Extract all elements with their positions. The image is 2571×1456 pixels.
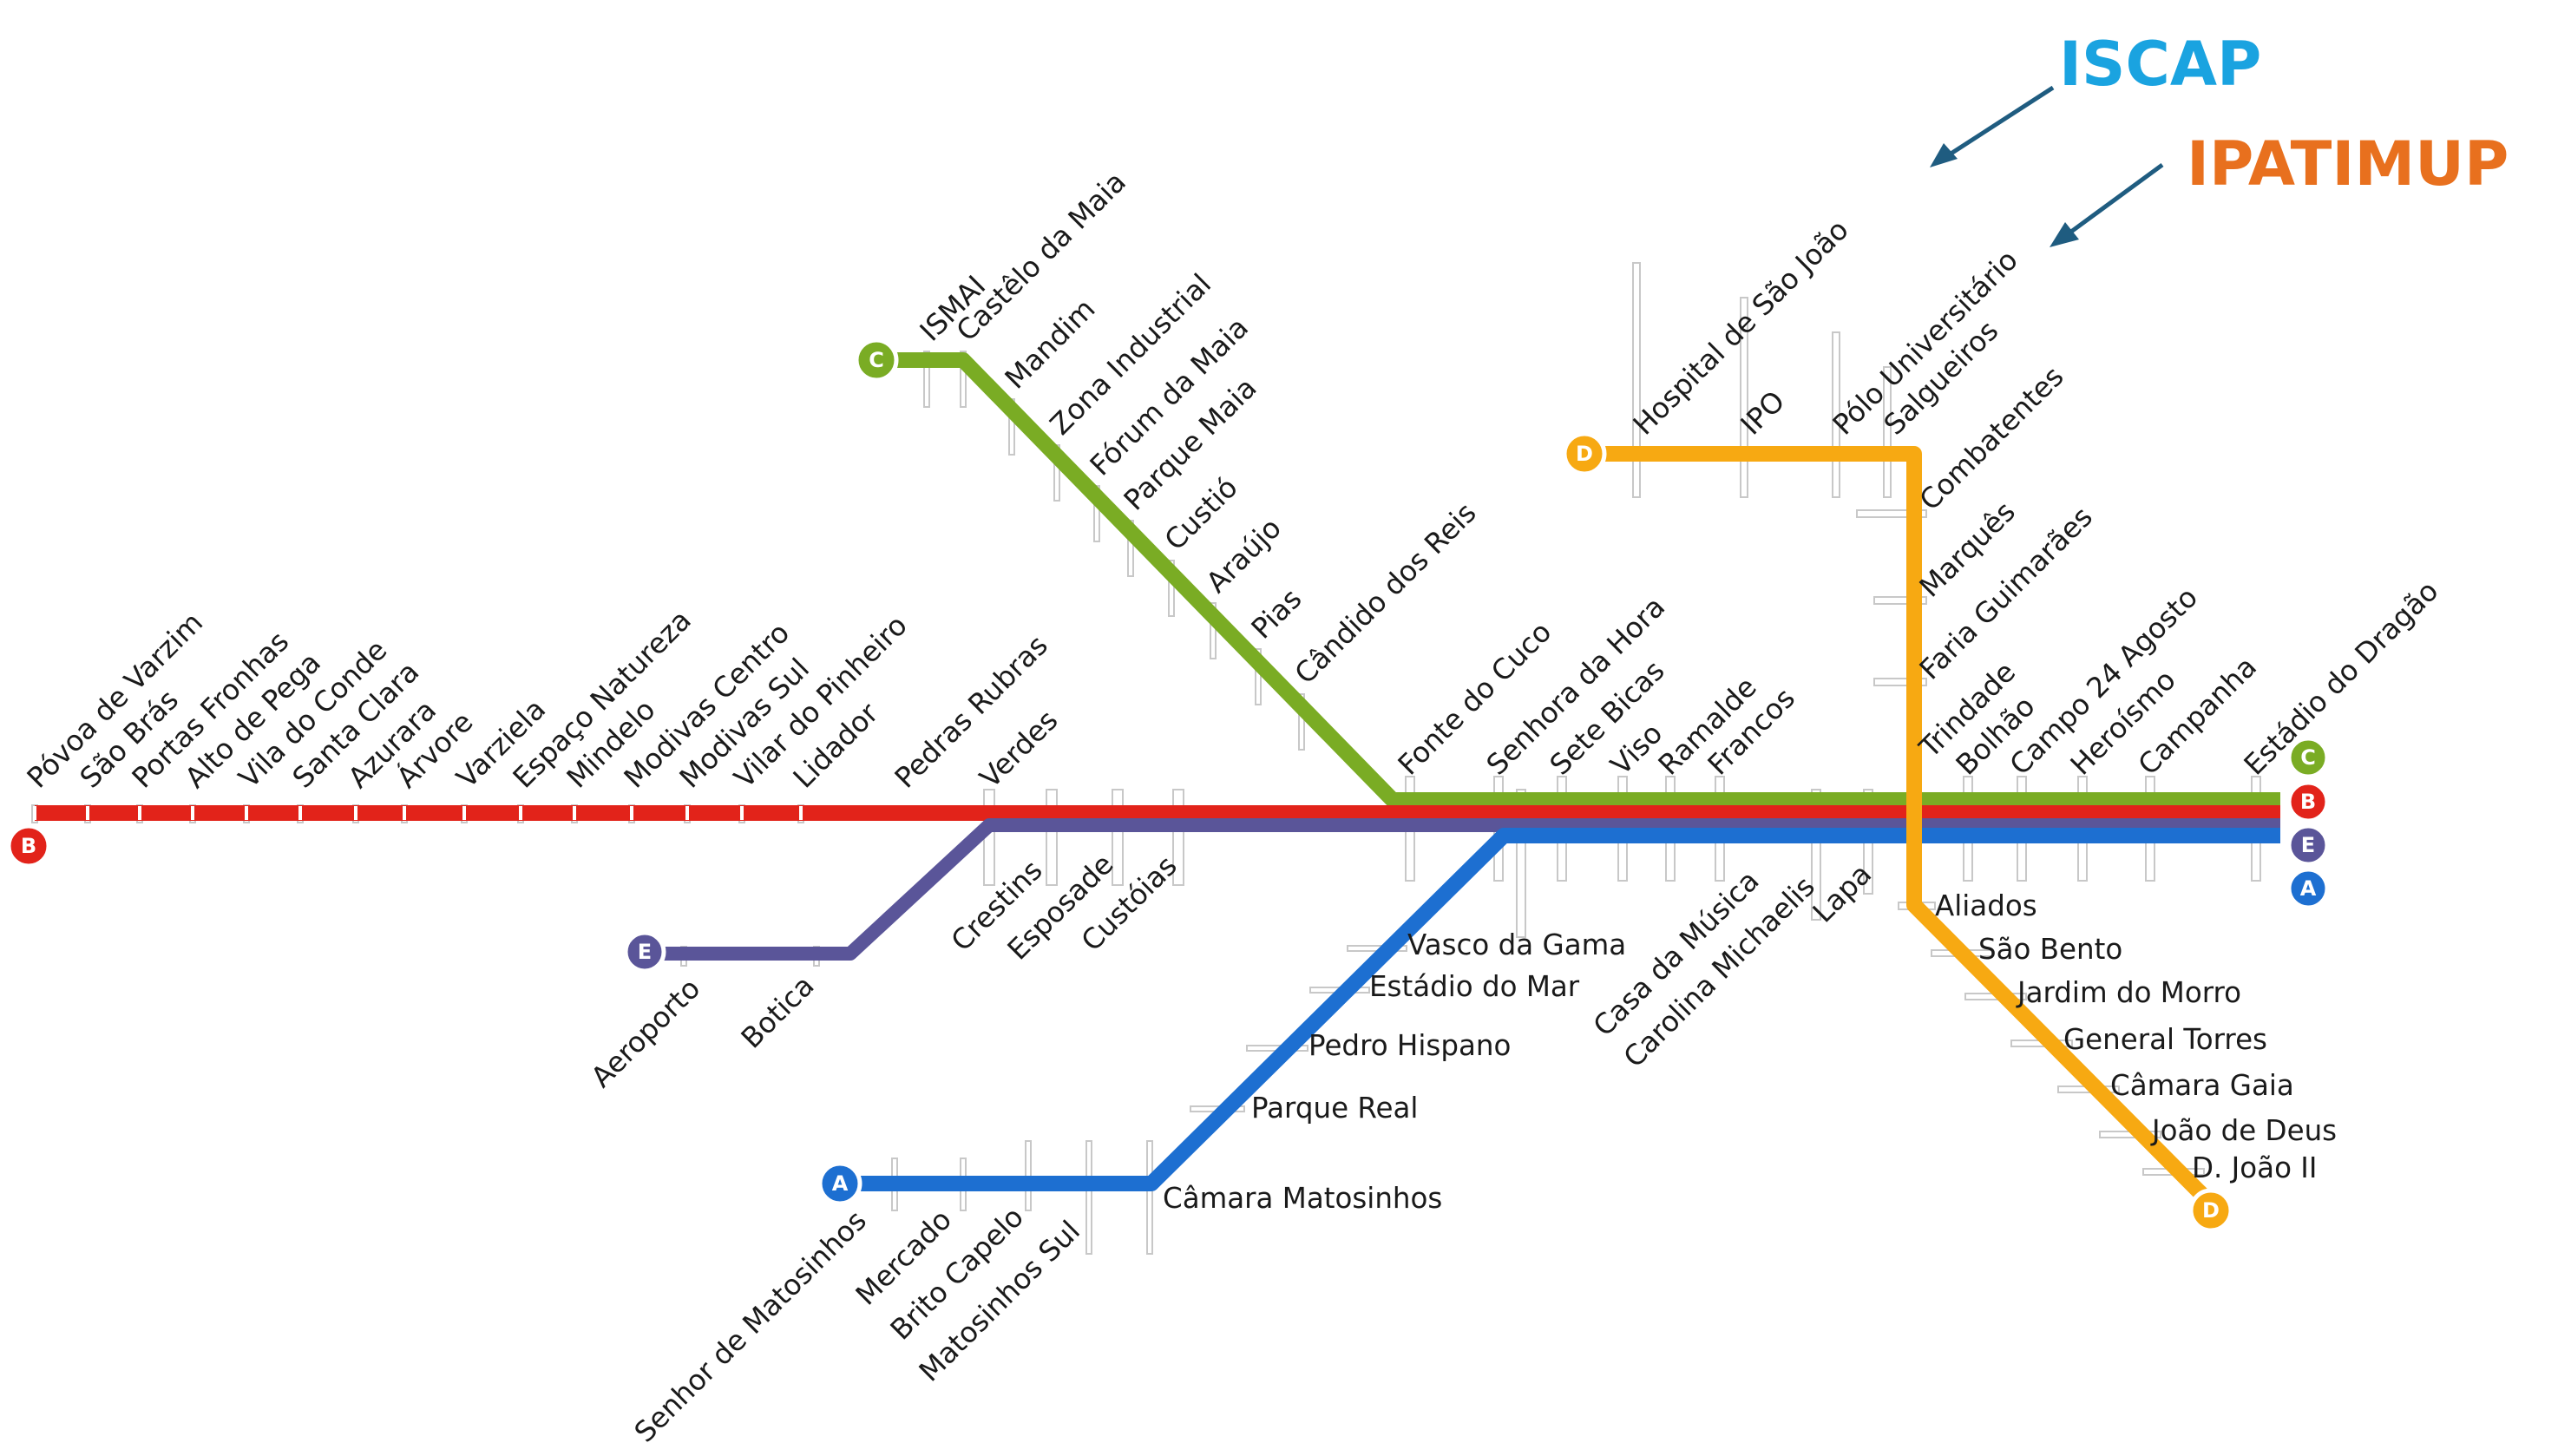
line-a (846, 828, 2280, 1191)
terminal-a-2: A (2286, 867, 2330, 910)
ipatimup-arrow-head (2050, 222, 2079, 247)
terminal-e-letter: E (638, 940, 652, 964)
terminal-d-letter: D (2202, 1198, 2220, 1223)
iscap-label: ISCAP (2059, 29, 2261, 100)
station-label-estadio-do-mar: Estádio do Mar (1369, 970, 1580, 1003)
line-e-track (653, 818, 2280, 961)
terminal-e-circle (2286, 823, 2330, 867)
station-label-jardim-do-morro: Jardim do Morro (2016, 976, 2241, 1009)
station-tick-matosinhos-sul (1085, 1140, 1092, 1255)
station-label-castelo-da-maia: Castêlo da Maia (950, 165, 1132, 347)
terminal-e-letter: E (2301, 833, 2315, 857)
station-tick-crestins (1046, 789, 1058, 886)
station-tick-polo-universitario (1832, 331, 1840, 498)
terminal-c-1: C (854, 338, 899, 383)
terminal-b-1: B (6, 823, 51, 869)
station-label-candido-dos-reis: Cândido dos Reis (1289, 496, 1483, 691)
terminal-b-2: B (2286, 780, 2330, 823)
iscap-arrow (1938, 85, 2055, 163)
station-tick-araujo (1210, 602, 1217, 659)
terminal-b-circle (6, 823, 51, 869)
station-tick-combatentes (1856, 509, 1927, 518)
station-tick-hospital-de-sao-joao (1632, 262, 1641, 498)
terminal-a-circle (817, 1161, 862, 1206)
line-d (1595, 446, 2218, 1210)
station-label-sao-bento: São Bento (1978, 933, 2122, 966)
station-tick-ismai (923, 351, 930, 408)
terminal-d-circle (2188, 1188, 2233, 1233)
station-label-general-torres: General Torres (2063, 1023, 2267, 1056)
line-b-dashes (33, 806, 803, 820)
terminal-c-letter: C (2300, 745, 2316, 770)
terminal-e-circle (623, 930, 666, 974)
terminal-b-circle (2286, 780, 2330, 823)
terminal-c-2: C (2286, 736, 2330, 779)
line-e (653, 818, 2280, 961)
station-label-pias: Pias (1245, 582, 1308, 646)
terminal-e-1: E (623, 930, 666, 974)
terminal-d-circle (1562, 431, 1607, 476)
line-c-track (876, 352, 2280, 808)
station-label-joao-de-deus: João de Deus (2150, 1114, 2337, 1147)
terminal-a-1: A (817, 1161, 862, 1206)
station-tick-castelo-da-maia (960, 351, 967, 408)
line-d-track (1595, 446, 2218, 1210)
terminal-b-letter: B (2300, 790, 2316, 814)
station-label-estadio-do-dragao: Estádio do Dragão (2238, 574, 2445, 782)
station-tick-candido-dos-reis (1298, 693, 1305, 751)
terminal-a-letter: A (832, 1171, 849, 1196)
terminal-a-letter: A (2300, 876, 2317, 901)
iscap-arrow-head (1930, 143, 1958, 167)
terminal-c-circle (854, 338, 899, 383)
station-tick-salgueiros (1883, 366, 1892, 498)
station-label-pedro-hispano: Pedro Hispano (1308, 1029, 1511, 1062)
station-tick-camara-matosinhos (1146, 1140, 1153, 1255)
station-label-parque-real: Parque Real (1251, 1092, 1418, 1125)
annotations: ISCAP IPATIMUP (1930, 29, 2509, 247)
station-tick-pias (1255, 648, 1262, 705)
terminal-c-circle (2286, 736, 2330, 779)
station-tick-casa-da-musica (1516, 789, 1526, 938)
station-tick-faria-guimaraes (1873, 678, 1927, 686)
station-label-d-joao-ii: D. João II (2192, 1151, 2317, 1184)
line-b (33, 805, 2280, 821)
terminal-c-letter: C (869, 348, 884, 372)
terminal-a-circle (2286, 867, 2330, 910)
station-tick-custio (1168, 560, 1175, 617)
station-label-camara-gaia: Câmara Gaia (2110, 1069, 2294, 1102)
ipatimup-arrow (2060, 162, 2164, 241)
station-tick-carolina-michaelis (1811, 789, 1821, 921)
station-label-senhor-de-matosinhos: Senhor de Matosinhos (628, 1204, 873, 1449)
terminal-d-2: D (2188, 1188, 2233, 1233)
terminal-d-1: D (1562, 431, 1607, 476)
line-a-track (846, 828, 2280, 1191)
terminal-e-2: E (2286, 823, 2330, 867)
station-label-aliados: Aliados (1935, 889, 2037, 922)
line-c (876, 352, 2280, 808)
station-label-botica: Botica (735, 969, 821, 1055)
station-tick-marques (1873, 596, 1927, 605)
station-label-camara-matosinhos: Câmara Matosinhos (1163, 1182, 1442, 1215)
station-label-aeroporto: Aeroporto (585, 972, 707, 1094)
ipatimup-label: IPATIMUP (2187, 128, 2509, 200)
station-label-vasco-da-gama: Vasco da Gama (1407, 928, 1626, 961)
terminal-d-letter: D (1576, 442, 1593, 466)
station-tick-ipo (1740, 297, 1748, 498)
station-label-pedras-rubras: Pedras Rubras (889, 629, 1054, 795)
station-label-fonte-do-cuco: Fonte do Cuco (1392, 615, 1558, 782)
terminal-b-letter: B (21, 834, 36, 858)
